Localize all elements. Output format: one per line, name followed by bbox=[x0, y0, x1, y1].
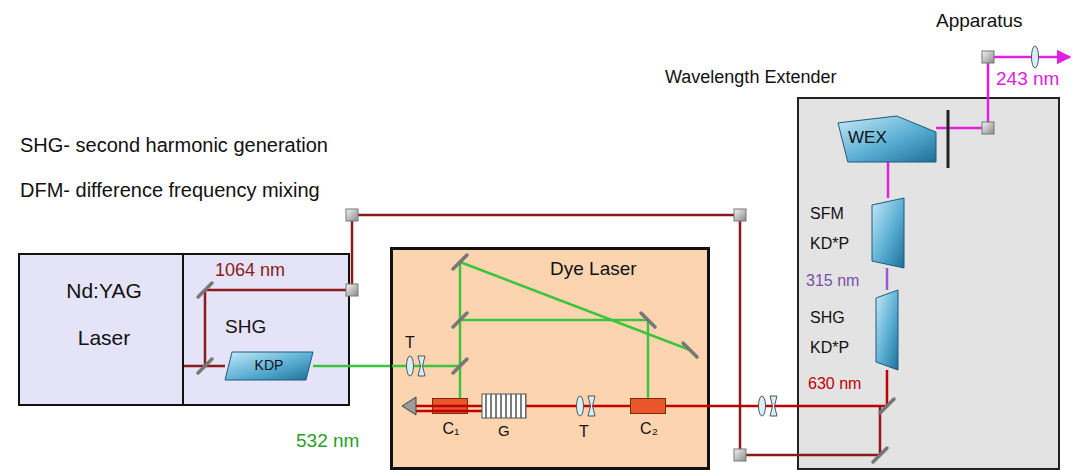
wavelength-label: 315 nm bbox=[806, 271, 859, 290]
wavelength-label: 532 nm bbox=[296, 430, 359, 453]
telescope bbox=[407, 356, 778, 416]
mirror bbox=[198, 255, 894, 462]
node-heading: SFM bbox=[810, 204, 868, 223]
wavelength-label: 630 nm bbox=[808, 374, 861, 393]
shg-crystal: SHGKDP bbox=[225, 352, 313, 380]
part-label: G bbox=[498, 422, 510, 440]
grating bbox=[482, 394, 526, 418]
node-label: KDP bbox=[225, 357, 313, 374]
shg-crystal: SHGKD*P bbox=[876, 290, 898, 370]
aperture bbox=[947, 110, 950, 168]
dye-laser-box: C₁ C₂ Dye Laser bbox=[390, 247, 710, 470]
ir-beam bbox=[350, 215, 797, 455]
wex-prism: WEX bbox=[838, 116, 936, 162]
node-label: Wavelength Extender bbox=[665, 67, 915, 89]
mirror-mount bbox=[346, 51, 994, 461]
wavelength-label: DFM- difference frequency mixing bbox=[20, 178, 320, 202]
sfm-crystal-outline bbox=[872, 198, 904, 268]
dye-beam bbox=[666, 370, 887, 406]
wavelength-label: Apparatus bbox=[936, 10, 1023, 33]
uv-beam-315 bbox=[886, 268, 889, 290]
uv-beam-243 bbox=[887, 162, 890, 198]
housing-divider bbox=[182, 254, 184, 405]
wavelength-label: SHG- second harmonic generation bbox=[20, 133, 328, 157]
node-label: KD*P bbox=[810, 338, 870, 357]
node-label: Dye Laser bbox=[550, 258, 700, 281]
shg-crystal-outline bbox=[876, 290, 898, 370]
uv-beam bbox=[936, 57, 1070, 128]
ir-beam bbox=[184, 290, 880, 455]
focusing-lens bbox=[1032, 46, 1039, 68]
node-label: Nd:YAG Laser bbox=[54, 267, 154, 362]
node-heading: SHG bbox=[810, 308, 870, 327]
retroreflector bbox=[402, 397, 416, 415]
node-label: C₂ bbox=[624, 419, 674, 438]
wavelength-label: 1064 nm bbox=[215, 260, 285, 282]
pump-beam bbox=[313, 365, 390, 368]
part-label: T bbox=[579, 422, 589, 441]
node-label: C₁ bbox=[426, 419, 476, 438]
node-label: WEX bbox=[848, 128, 898, 148]
dye-cell: C₂ bbox=[630, 398, 666, 414]
pump-beam bbox=[392, 262, 690, 398]
node-label: KD*P bbox=[810, 234, 868, 253]
node-heading: SHG bbox=[225, 316, 295, 339]
part-label: T bbox=[405, 333, 415, 352]
wavelength-label: 243 nm bbox=[996, 68, 1059, 91]
sfm-crystal: SFMKD*P bbox=[872, 198, 904, 268]
